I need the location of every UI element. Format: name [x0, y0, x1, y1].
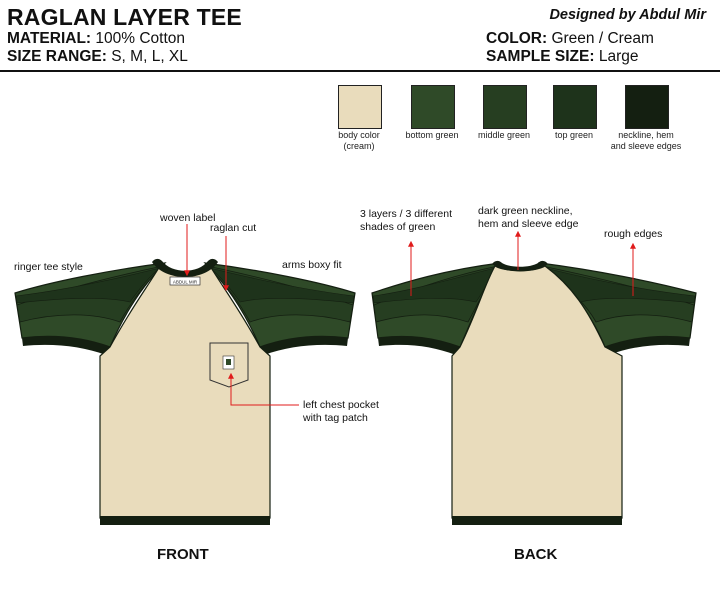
swatch-top-green — [553, 85, 597, 129]
swatch-label-bottom: bottom green — [405, 130, 459, 140]
front-neckline — [152, 258, 218, 277]
swatch-label-middle: middle green — [477, 130, 531, 140]
color-value: Green / Cream — [551, 30, 654, 47]
note-dark-green-neckline: dark green neckline,hem and sleeve edge — [478, 205, 579, 230]
material-value: 100% Cotton — [95, 30, 186, 47]
material-line: MATERIAL: 100% Cotton — [7, 30, 185, 48]
front-neck-tag — [169, 276, 201, 286]
front-neck-tag-text: ABDUL MIR — [173, 280, 198, 285]
pocket-patch-mark — [226, 359, 231, 365]
swatch-label-top: top green — [554, 130, 594, 140]
back-left-cuff — [378, 336, 460, 355]
sample-size-value: Large — [598, 48, 639, 65]
swatch-bottom-green — [411, 85, 455, 129]
swatch-body-cream — [338, 85, 382, 129]
size-range-value: S, M, L, XL — [111, 48, 188, 65]
swatch-middle-green — [483, 85, 527, 129]
material-label: MATERIAL: — [7, 30, 92, 47]
back-left-sleeve-top — [372, 267, 496, 304]
note-rough-edges: rough edges — [604, 228, 663, 240]
designer-credit: Designed by Abdul Mir — [549, 7, 706, 23]
back-annotation-arrows — [408, 230, 636, 296]
back-tee — [371, 260, 697, 525]
front-right-cuff — [260, 336, 348, 355]
back-hem — [452, 516, 622, 525]
size-range-line: SIZE RANGE: S, M, L, XL — [7, 48, 188, 66]
front-chest-pocket — [209, 342, 249, 388]
front-right-sleeve-top — [209, 267, 355, 304]
color-line: COLOR: Green / Cream — [486, 30, 654, 48]
sample-size-line: SAMPLE SIZE: Large — [486, 48, 638, 66]
front-annotation-arrows — [184, 224, 299, 406]
note-arms-boxy-fit: arms boxy fit — [282, 259, 342, 271]
sample-size-label: SAMPLE SIZE: — [486, 48, 595, 65]
front-tee: ABDUL MIR — [14, 258, 356, 525]
header-divider — [0, 70, 720, 72]
swatch-label-body: body color(cream) — [338, 130, 380, 151]
back-neckline — [492, 260, 548, 272]
back-view-label: BACK — [514, 546, 558, 563]
note-ringer-tee-style: ringer tee style — [14, 261, 83, 273]
front-view-label: FRONT — [157, 546, 209, 563]
size-range-label: SIZE RANGE: — [7, 48, 107, 65]
front-left-cuff — [22, 336, 110, 355]
arrow-pocket — [228, 372, 299, 406]
note-raglan-cut: raglan cut — [210, 222, 257, 234]
swatch-neckline-green — [625, 85, 669, 129]
front-hem — [100, 516, 270, 525]
back-right-cuff — [605, 336, 690, 355]
front-left-sleeve-top — [15, 267, 161, 304]
color-label: COLOR: — [486, 30, 548, 47]
page-title: RAGLAN LAYER TEE — [7, 4, 242, 30]
note-woven-label: woven label — [160, 212, 216, 224]
